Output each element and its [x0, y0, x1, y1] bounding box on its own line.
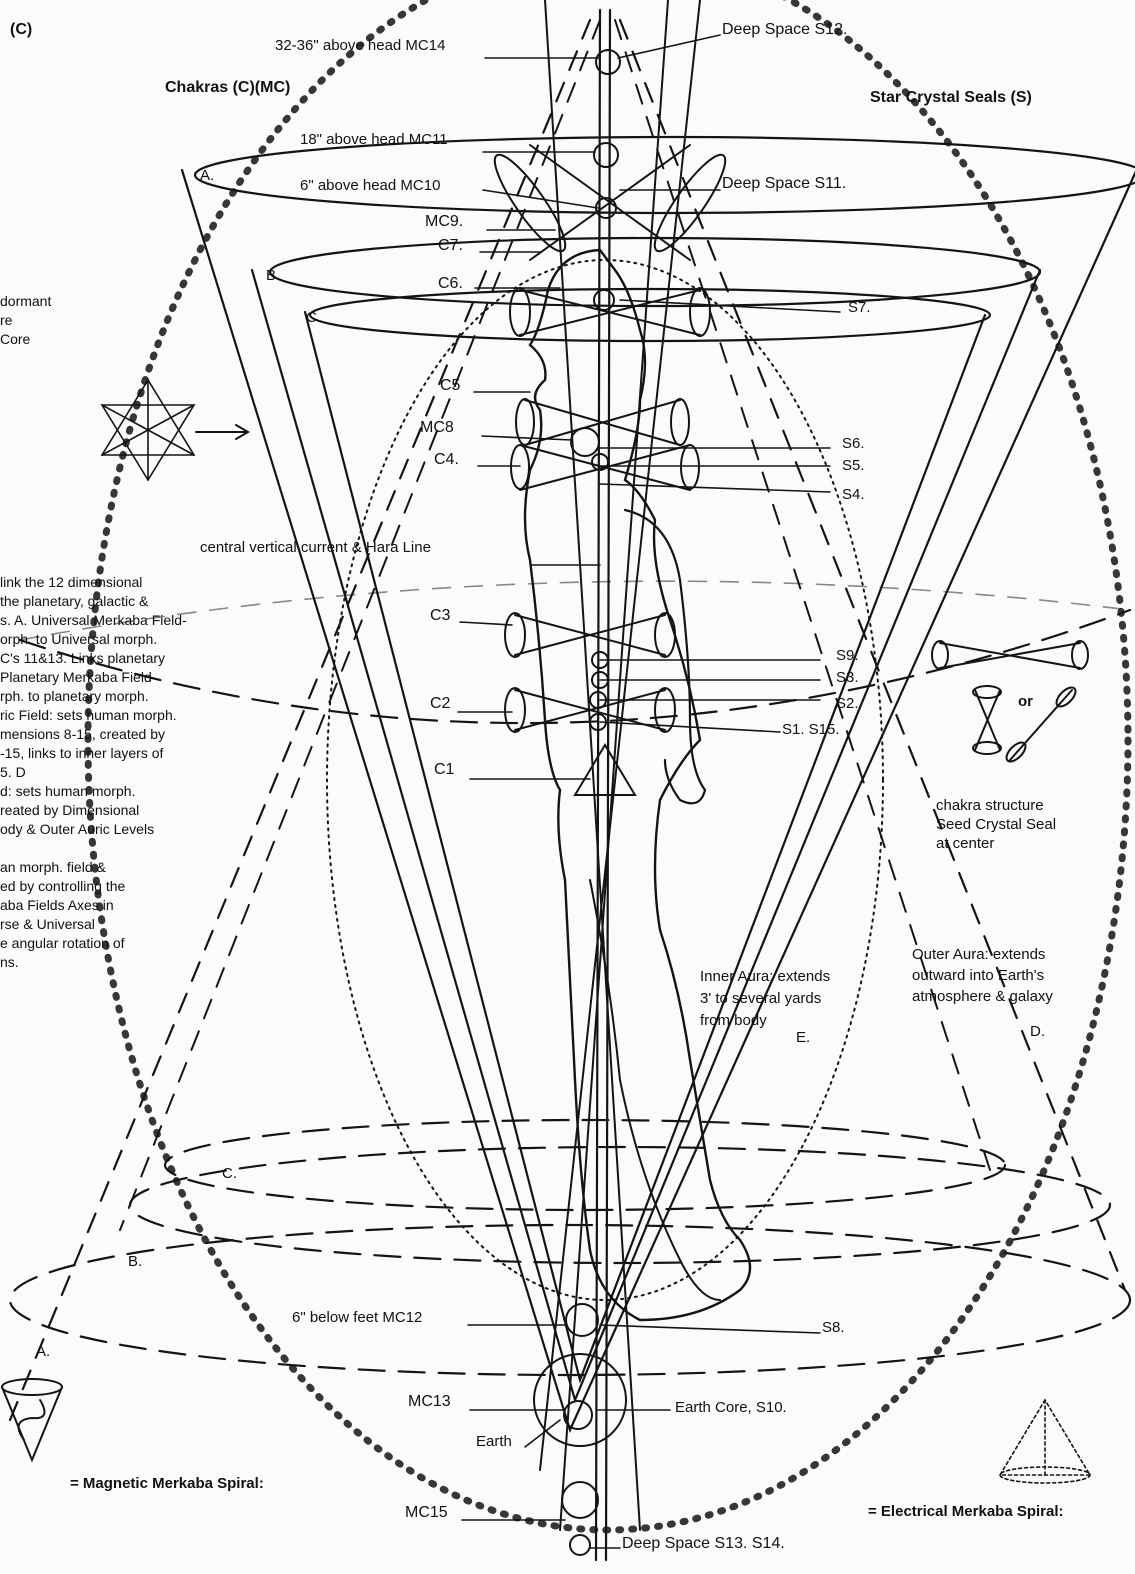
label-c5: C5 — [440, 378, 460, 395]
upper-field-letter-c: C. — [306, 310, 321, 326]
label-c4: C4. — [434, 452, 459, 469]
left-text-line: d: sets human morph. — [0, 782, 187, 801]
left-text-line: an morph. field & — [0, 858, 187, 877]
magnetic-spiral-legend: = Magnetic Merkaba Spiral: — [70, 1476, 264, 1492]
left-text-line: reated by Dimensional — [0, 801, 187, 820]
human-leg-inner — [590, 880, 720, 1300]
vertical-current-right — [606, 10, 610, 1560]
outer-field-letter-d: D. — [1030, 1024, 1045, 1040]
lower-field-letter-a: A. — [36, 1344, 50, 1360]
label-s13-s14: Deep Space S13. S14. — [622, 1536, 785, 1553]
seals-heading: Star Crystal Seals (S) — [870, 90, 1032, 107]
electrical-spiral-icon — [1000, 1400, 1090, 1483]
lower-field-letter-b: B. — [128, 1254, 142, 1270]
left-text-top-line: dormant — [0, 292, 51, 311]
left-text-line: ed by controlling the — [0, 877, 187, 896]
upper-field-letter-b: B. — [266, 268, 280, 284]
label-s1-s15: S1. S15. — [782, 722, 840, 738]
left-text-line: aba Fields Axes in — [0, 896, 187, 915]
outer-aura-line: outward into Earth's — [912, 965, 1053, 986]
inner-aura-line: Inner Aura: extends — [700, 966, 830, 988]
left-text-line: orph. to Universal morph. — [0, 630, 187, 649]
chakra-structure-line: Seed Crystal Seal — [936, 815, 1056, 834]
label-s10: Earth Core, S10. — [675, 1400, 787, 1416]
upper-field-letter-a: A. — [200, 168, 214, 184]
chakra-structure-line: chakra structure — [936, 796, 1056, 815]
left-text-line: rph. to planetary morph. — [0, 687, 187, 706]
left-text-line: ody & Outer Auric Levels — [0, 820, 187, 839]
label-s4: S4. — [842, 487, 865, 503]
left-text-middle: link the 12 dimensional the planetary, g… — [0, 573, 187, 972]
label-s3: S3. — [836, 670, 859, 686]
left-text-line: e angular rotation of — [0, 934, 187, 953]
label-mc15: MC15 — [405, 1505, 448, 1522]
left-text-line: -15, links to inner layers of — [0, 744, 187, 763]
label-earth: Earth — [476, 1434, 512, 1450]
chakra-structure-note: chakra structure Seed Crystal Seal at ce… — [936, 796, 1056, 853]
left-text-line — [0, 839, 187, 858]
label-s7: S7. — [848, 300, 871, 316]
star-tetrahedron-icon — [102, 380, 194, 480]
left-text-line: ric Field: sets human morph. — [0, 706, 187, 725]
label-c7: C7. — [438, 238, 463, 255]
lower-field-a-ellipse — [10, 1225, 1130, 1375]
chakra-structure-icon — [932, 641, 1088, 765]
crossing-line-3 — [540, 0, 700, 1470]
label-hara: central vertical current & Hara Line — [200, 540, 431, 556]
left-text-top-line: re — [0, 311, 51, 330]
chakra-structure-line: at center — [936, 834, 1056, 853]
left-text-line: 5. D — [0, 763, 187, 782]
left-text-line: C's 11&13. Links planetary — [0, 649, 187, 668]
electrical-spiral-legend: = Electrical Merkaba Spiral: — [868, 1504, 1064, 1520]
left-text-line: s. A. Universal Merkaba Field- — [0, 611, 187, 630]
label-mc13: MC13 — [408, 1394, 451, 1411]
label-mc8: MC8 — [420, 420, 454, 437]
left-text-line: mensions 8-15, created by — [0, 725, 187, 744]
label-mc9: MC9. — [425, 214, 463, 231]
label-mc10: 6" above head MC10 — [300, 178, 440, 194]
label-c3: C3 — [430, 608, 450, 625]
label-mc14: 32-36" above head MC14 — [275, 38, 445, 54]
label-mc11: 18" above head MC11 — [300, 132, 448, 148]
label-s5: S5. — [842, 458, 865, 474]
inner-aura-note: Inner Aura: extends 3' to several yards … — [700, 966, 830, 1032]
label-s2: S2. — [836, 696, 859, 712]
left-text-line: ns. — [0, 953, 187, 972]
inner-aura-line: from body — [700, 1010, 830, 1032]
lower-field-letter-c: C. — [222, 1166, 237, 1182]
left-text-line: Planetary Merkaba Field- — [0, 668, 187, 687]
label-s11: Deep Space S11. — [722, 176, 846, 193]
inner-aura-line: 3' to several yards — [700, 988, 830, 1010]
or-label: or — [1018, 694, 1033, 710]
upper-field-c — [310, 289, 990, 341]
label-s6: S6. — [842, 436, 865, 452]
outer-aura-line: atmosphere & galaxy — [912, 986, 1053, 1007]
inner-field-letter-e: E. — [796, 1030, 810, 1046]
label-s9: S9. — [836, 648, 859, 664]
label-s8: S8. — [822, 1320, 845, 1336]
left-text-top-line: Core — [0, 330, 51, 349]
upper-cone-outer — [182, 140, 1135, 1430]
label-c2: C2 — [430, 696, 450, 713]
left-header: (C) — [10, 22, 32, 39]
outer-aura-line: Outer Aura: extends — [912, 944, 1053, 965]
left-text-top: dormant re Core — [0, 292, 51, 349]
left-text-line: link the 12 dimensional — [0, 573, 187, 592]
label-mc12: 6" below feet MC12 — [292, 1310, 422, 1326]
label-s12: Deep Space S12. — [722, 22, 847, 39]
upper-cone-inner — [305, 312, 985, 1380]
outer-aura-note: Outer Aura: extends outward into Earth's… — [912, 944, 1053, 1007]
inner-aura-oval — [327, 260, 883, 1300]
label-c1: C1 — [434, 762, 454, 779]
left-text-line: the planetary, galactic & — [0, 592, 187, 611]
upper-field-a — [195, 137, 1135, 213]
left-text-line: rse & Universal — [0, 915, 187, 934]
chakras-heading: Chakras (C)(MC) — [165, 80, 290, 97]
label-c6: C6. — [438, 276, 463, 293]
